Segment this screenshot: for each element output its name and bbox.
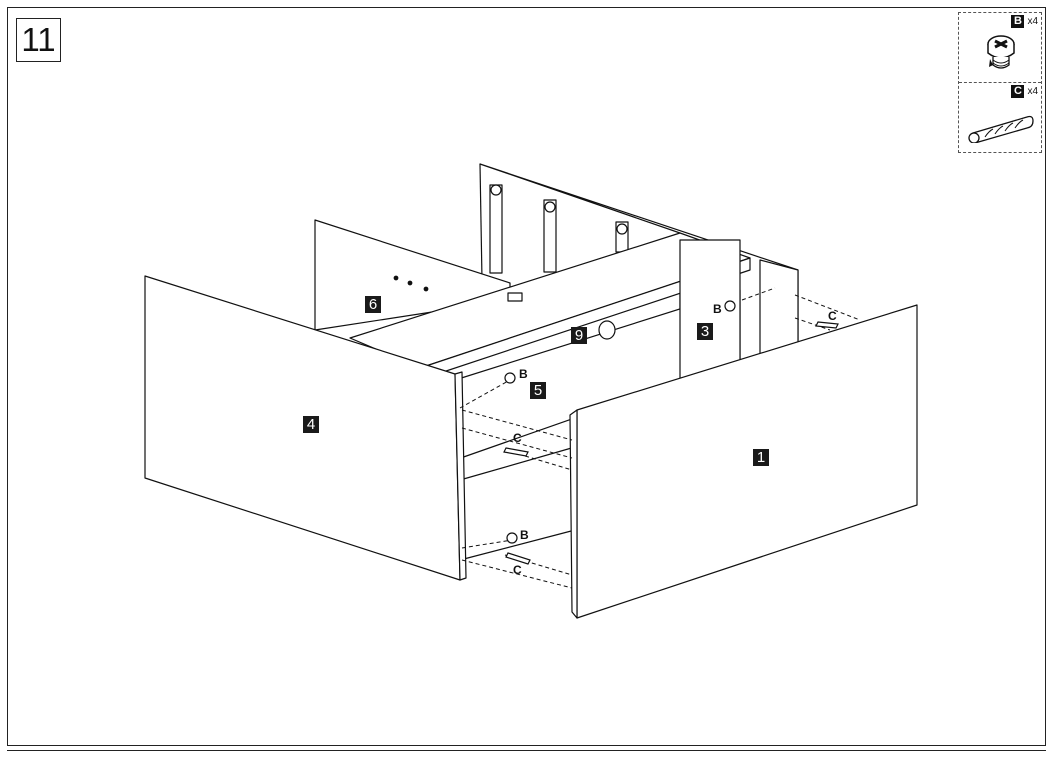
guide-top-1 <box>461 409 573 441</box>
footer-divider <box>7 750 1046 751</box>
dowel-c-right <box>815 321 839 329</box>
cam-lock-icon <box>987 35 1015 69</box>
hardware-b-qty: x4 <box>1027 16 1038 27</box>
rail-right-bolt <box>616 223 628 235</box>
cam-b-right <box>724 300 736 312</box>
panel-4-edge <box>454 371 467 581</box>
callout-b-middle: B <box>519 367 528 381</box>
latch <box>507 292 523 302</box>
hardware-c-qty: x4 <box>1027 86 1038 97</box>
callout-c-lower: C <box>513 563 522 577</box>
guide-top-2 <box>461 427 573 459</box>
part-label-9: 9 <box>571 327 587 344</box>
wooden-dowel-icon <box>968 115 1034 143</box>
page-frame <box>7 7 1046 746</box>
hardware-b-tag: B x4 <box>1011 15 1038 28</box>
guide-c-right <box>794 317 831 331</box>
rail-middle <box>543 199 557 273</box>
part-label-1: 1 <box>753 449 769 466</box>
guide-c-lower <box>504 554 573 576</box>
side-post <box>759 259 799 357</box>
guide-c-middle <box>504 449 573 471</box>
drawer-lower <box>459 446 576 561</box>
hardware-b-letter: B <box>1011 15 1025 28</box>
callout-c-right: C <box>828 309 837 323</box>
callout-c-middle: C <box>513 431 522 445</box>
dowel-c-middle <box>503 447 529 457</box>
callout-b-right: B <box>713 302 722 316</box>
part-label-5: 5 <box>530 382 546 399</box>
back-panel-edge <box>479 163 483 281</box>
part-label-3: 3 <box>697 323 713 340</box>
hardware-panel: B x4 C x4 <box>958 12 1042 153</box>
guide-lower-1 <box>461 559 573 589</box>
guide-b-lower <box>461 539 513 549</box>
rail-left <box>489 184 503 274</box>
dowel-c-lower <box>505 552 531 565</box>
hardware-c-letter: C <box>1011 85 1025 98</box>
part-label-6: 6 <box>365 296 381 313</box>
callout-b-lower: B <box>520 528 529 542</box>
guide-b-right <box>741 287 776 301</box>
hardware-c-tag: C x4 <box>1011 85 1038 98</box>
rail-middle-bolt <box>544 201 556 213</box>
rail-left-bolt <box>490 184 502 196</box>
part-label-4: 4 <box>303 416 319 433</box>
cam-b-middle <box>504 372 516 384</box>
knob-9 <box>598 320 616 340</box>
guide-right-1 <box>794 294 861 321</box>
guide-b-middle <box>459 379 511 409</box>
panel-1-edge <box>569 409 578 619</box>
cam-b-lower <box>506 532 518 544</box>
hardware-divider <box>959 82 1041 83</box>
step-number: 11 <box>16 18 61 62</box>
